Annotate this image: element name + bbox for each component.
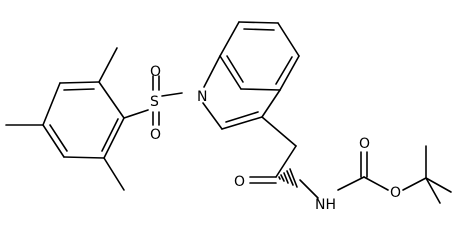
indole-nitrogen-label: N: [197, 89, 207, 105]
indole-pyrrole-ring: [202, 55, 281, 130]
sulfonyl-oxygen-bottom-label: O: [150, 127, 161, 143]
mesityl-ring: [42, 81, 125, 159]
boc-carbamate: [337, 145, 452, 204]
sulfonyl-group: [123, 75, 183, 126]
molecule-structure: N S O O O NH O O: [5, 21, 452, 213]
mesityl-methyls: [5, 47, 125, 191]
carbamate-carbonyl-oxygen-label: O: [359, 136, 370, 152]
stereo-hash-bond: [278, 168, 298, 188]
atom-labels: N S O O O NH O O: [150, 64, 401, 213]
amide-nh-label: NH: [315, 197, 336, 213]
structure-canvas: N S O O O NH O O: [5, 21, 452, 213]
side-chain: [249, 116, 319, 199]
carbamate-ester-oxygen-label: O: [390, 185, 401, 201]
sulfonyl-oxygen-top-label: O: [150, 64, 161, 80]
indole-benzene-ring: [219, 21, 300, 91]
aldehyde-oxygen-label: O: [234, 174, 245, 190]
sulfonyl-sulfur-label: S: [150, 94, 159, 110]
